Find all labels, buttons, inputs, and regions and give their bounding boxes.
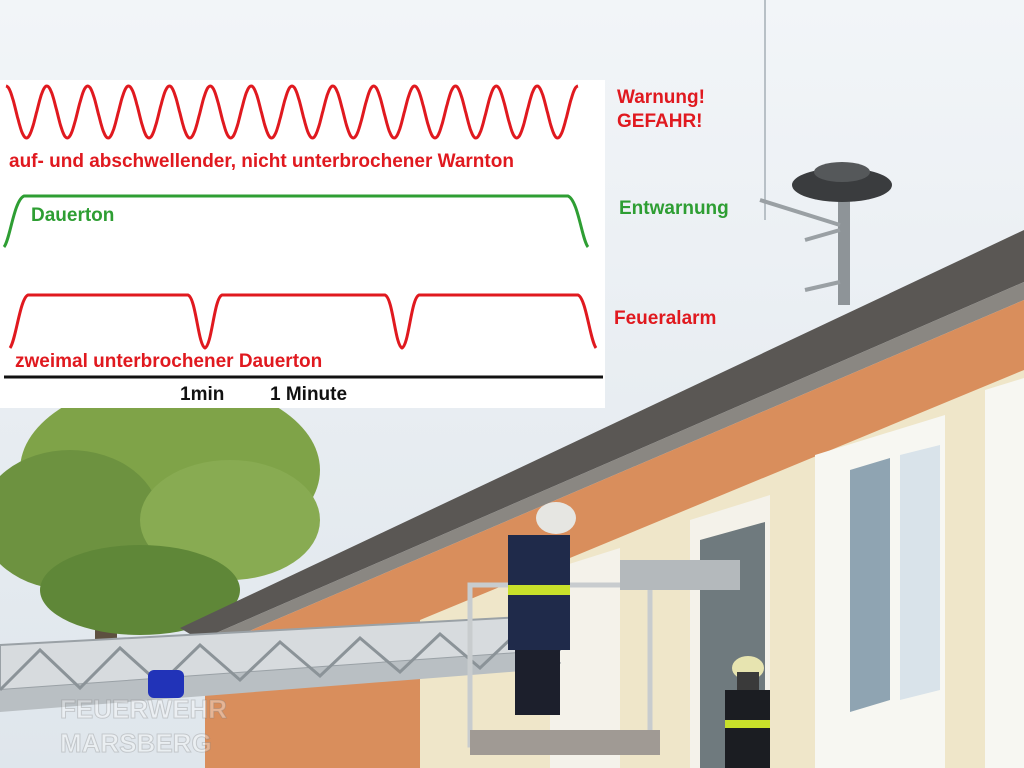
warning-label-line2: GEFAHR!	[617, 111, 703, 132]
rescue-basket	[467, 560, 740, 755]
all-clear-inner-label: Dauerton	[31, 205, 115, 226]
timeline-tick-1-minute: 1 Minute	[270, 384, 348, 405]
all-clear-label: Entwarnung	[619, 198, 729, 219]
building	[205, 300, 1024, 768]
fire-alarm-label: Feueralarm	[614, 308, 717, 329]
warning-caption: auf- und abschwellender, nicht unterbroc…	[9, 151, 514, 172]
roof	[180, 230, 1024, 650]
timeline-tick-1min: 1min	[180, 384, 225, 405]
watermark-top: FEUERWEHR	[60, 694, 227, 724]
tree	[0, 380, 320, 660]
aerial-ladder	[0, 613, 561, 712]
firefighter-in-basket	[508, 502, 576, 715]
firefighter-in-window	[725, 656, 770, 768]
warning-label-line1: Warnung!	[617, 87, 705, 108]
watermark-bottom: MARSBERG	[60, 728, 212, 758]
fire-alarm-caption: zweimal unterbrochener Dauerton	[15, 351, 323, 372]
siren	[759, 162, 892, 305]
